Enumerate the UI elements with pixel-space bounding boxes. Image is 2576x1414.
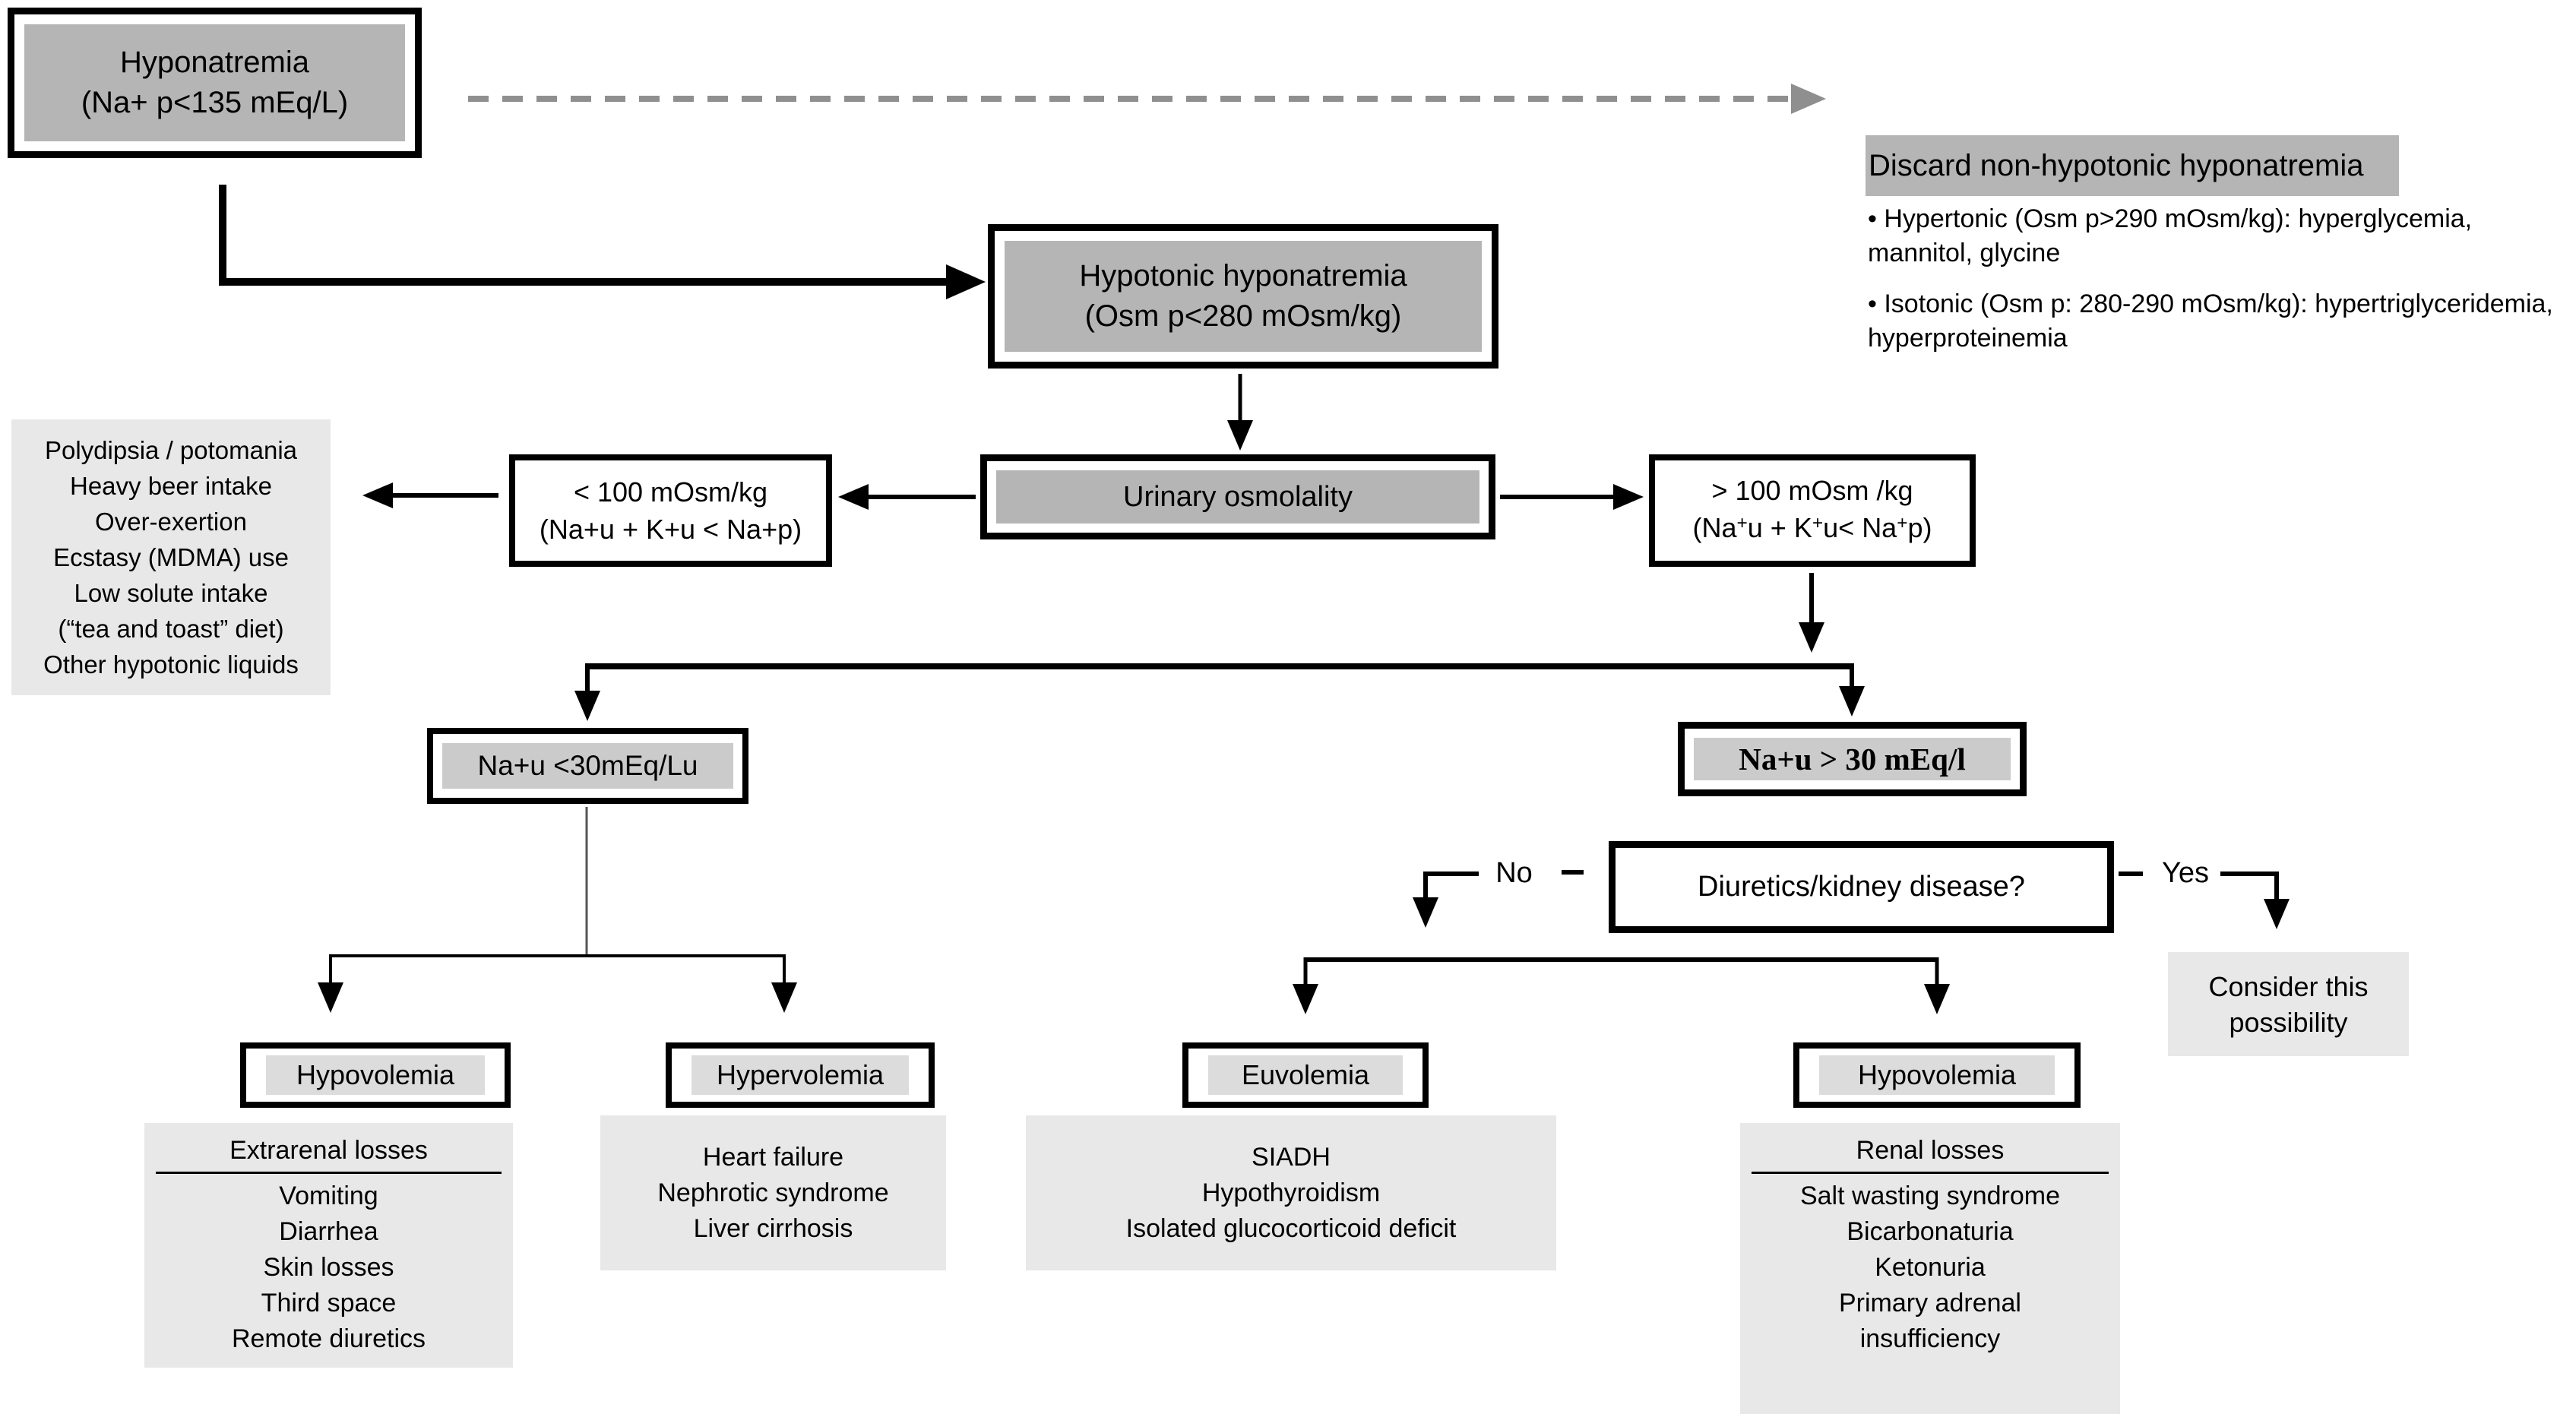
euvolemia-box: Euvolemia: [1182, 1042, 1429, 1108]
formula-part: (Na: [1692, 511, 1737, 543]
formula-sup: +: [1736, 513, 1748, 534]
extrarenal-losses-header: Extrarenal losses: [155, 1123, 502, 1174]
na-low-label: Na+u <30mEq/Lu: [477, 750, 698, 781]
hypovolemia-right-label: Hypovolemia: [1857, 1059, 2017, 1090]
euvolemia-label: Euvolemia: [1241, 1059, 1370, 1090]
formula-part: u + K: [1747, 511, 1812, 543]
formula-sup: +: [1897, 513, 1908, 534]
extrarenal-losses-panel: Extrarenal losses Vomiting Diarrhea Skin…: [144, 1123, 513, 1368]
high-osm-line2: (Na+u + K+u< Na+p): [1692, 509, 1932, 550]
formula-sup: +: [1812, 513, 1824, 534]
extrarenal-item: Diarrhea: [279, 1217, 378, 1246]
hypovolemia-right-fill: Hypovolemia: [1819, 1055, 2055, 1095]
hypotonic-fill: Hypotonic hyponatremia (Osm p<280 mOsm/k…: [1005, 241, 1482, 352]
hypervolemia-fill: Hypervolemia: [691, 1055, 909, 1095]
hyponatremia-line1: Hyponatremia: [119, 46, 309, 79]
hypervolemia-causes-panel: Heart failure Nephrotic syndrome Liver c…: [600, 1115, 946, 1270]
na-low-fill: Na+u <30mEq/Lu: [442, 743, 733, 789]
hypervolemia-label: Hypervolemia: [716, 1059, 885, 1090]
discard-bullet2-line1: • Isotonic (Osm p: 280-290 mOsm/kg): hyp…: [1868, 289, 2553, 318]
formula-part: u< Na: [1823, 511, 1897, 543]
yes-label: Yes: [2162, 857, 2209, 889]
high-osm-box: > 100 mOsm /kg (Na+u + K+u< Na+p): [1649, 454, 1976, 567]
cause-line: Low solute intake: [74, 579, 268, 607]
hypotonic-causes-panel: Polydipsia / potomania Heavy beer intake…: [11, 419, 331, 695]
euvolemia-item: SIADH: [1252, 1142, 1331, 1172]
hypovolemia-right-box: Hypovolemia: [1793, 1042, 2081, 1108]
cause-line: Heavy beer intake: [70, 472, 272, 500]
na-high-box: Na+u > 30 mEq/l: [1678, 722, 2027, 796]
high-osm-line1: > 100 mOsm /kg: [1711, 474, 1913, 506]
renal-item: Primary adrenal: [1839, 1289, 2021, 1318]
hypervolemia-item: Nephrotic syndrome: [657, 1178, 889, 1207]
cause-line: Ecstasy (MDMA) use: [53, 543, 289, 571]
urinary-osmolality-box: Urinary osmolality: [980, 454, 1495, 539]
hyponatremia-fill: Hyponatremia (Na+ p<135 mEq/L): [24, 24, 405, 141]
hypovolemia-left-box: Hypovolemia: [240, 1042, 511, 1108]
hyponatremia-box: Hyponatremia (Na+ p<135 mEq/L): [8, 8, 422, 158]
euvolemia-causes-panel: SIADH Hypothyroidism Isolated glucocorti…: [1026, 1115, 1556, 1270]
hypotonic-line1: Hypotonic hyponatremia: [1079, 259, 1407, 293]
renal-losses-header: Renal losses: [1752, 1123, 2109, 1174]
hypervolemia-box: Hypervolemia: [666, 1042, 935, 1108]
hypotonic-box: Hypotonic hyponatremia (Osm p<280 mOsm/k…: [988, 224, 1498, 369]
extrarenal-item: Remote diuretics: [231, 1324, 426, 1353]
consider-line2: possibility: [2229, 1006, 2348, 1038]
renal-losses-panel: Renal losses Salt wasting syndrome Bicar…: [1740, 1123, 2120, 1414]
diuretics-question-label: Diuretics/kidney disease?: [1698, 871, 2025, 903]
arrow-yes-down: [2220, 871, 2290, 929]
consider-possibility-panel: Consider this possibility: [2168, 952, 2409, 1056]
hypovolemia-left-label: Hypovolemia: [296, 1059, 455, 1090]
renal-item: insufficiency: [1859, 1324, 2001, 1353]
extrarenal-item: Skin losses: [263, 1253, 394, 1282]
na-low-box: Na+u <30mEq/Lu: [427, 728, 748, 804]
renal-item: Salt wasting syndrome: [1799, 1181, 2061, 1210]
low-osm-box: < 100 mOsm/kg (Na+u + K+u < Na+p): [509, 454, 832, 567]
hypervolemia-item: Liver cirrhosis: [693, 1213, 853, 1243]
discard-bullet2-line2: hyperproteinemia: [1868, 324, 2068, 353]
na-high-fill: Na+u > 30 mEq/l: [1694, 738, 2011, 780]
cause-line: (“tea and toast” diet): [58, 615, 284, 643]
discard-bullet1-line2: mannitol, glycine: [1868, 239, 2061, 267]
hypervolemia-item: Heart failure: [702, 1142, 844, 1172]
cause-line: Other hypotonic liquids: [43, 650, 299, 679]
discard-bullet1-line1: • Hypertonic (Osm p>290 mOsm/kg): hyperg…: [1868, 204, 2473, 233]
extrarenal-item: Third space: [261, 1289, 397, 1318]
euvolemia-fill: Euvolemia: [1208, 1055, 1403, 1095]
formula-part: p): [1907, 511, 1932, 543]
hypovolemia-left-fill: Hypovolemia: [266, 1055, 485, 1095]
cause-line: Polydipsia / potomania: [44, 436, 298, 464]
cause-line: Over-exertion: [95, 508, 247, 536]
euvolemia-item: Hypothyroidism: [1201, 1178, 1381, 1207]
renal-item: Ketonuria: [1875, 1253, 1986, 1282]
discard-title: Discard non-hypotonic hyponatremia: [1866, 135, 2399, 196]
euvolemia-item: Isolated glucocorticoid deficit: [1125, 1213, 1457, 1243]
urinary-osmolality-label: Urinary osmolality: [1123, 481, 1353, 513]
hypotonic-line2: (Osm p<280 mOsm/kg): [1084, 299, 1402, 333]
low-osm-line2: (Na+u + K+u < Na+p): [539, 514, 802, 545]
renal-item: Bicarbonaturia: [1847, 1217, 2014, 1246]
consider-line1: Consider this: [2208, 970, 2369, 1002]
discard-bullet-hypertonic: • Hypertonic (Osm p>290 mOsm/kg): hyperg…: [1868, 202, 2576, 270]
low-osm-line1: < 100 mOsm/kg: [573, 476, 768, 508]
na-high-label: Na+u > 30 mEq/l: [1739, 742, 1966, 777]
discard-bullets: • Hypertonic (Osm p>290 mOsm/kg): hyperg…: [1868, 202, 2576, 372]
diuretics-question-box: Diuretics/kidney disease?: [1609, 841, 2114, 933]
no-label: No: [1495, 857, 1533, 889]
extrarenal-item: Vomiting: [279, 1181, 378, 1210]
arrow-hyponatremia-hypotonic: [219, 185, 986, 299]
discard-bullet-isotonic: • Isotonic (Osm p: 280-290 mOsm/kg): hyp…: [1868, 287, 2576, 356]
urinary-osmolality-fill: Urinary osmolality: [996, 470, 1479, 524]
hyponatremia-line2: (Na+ p<135 mEq/L): [81, 86, 349, 119]
